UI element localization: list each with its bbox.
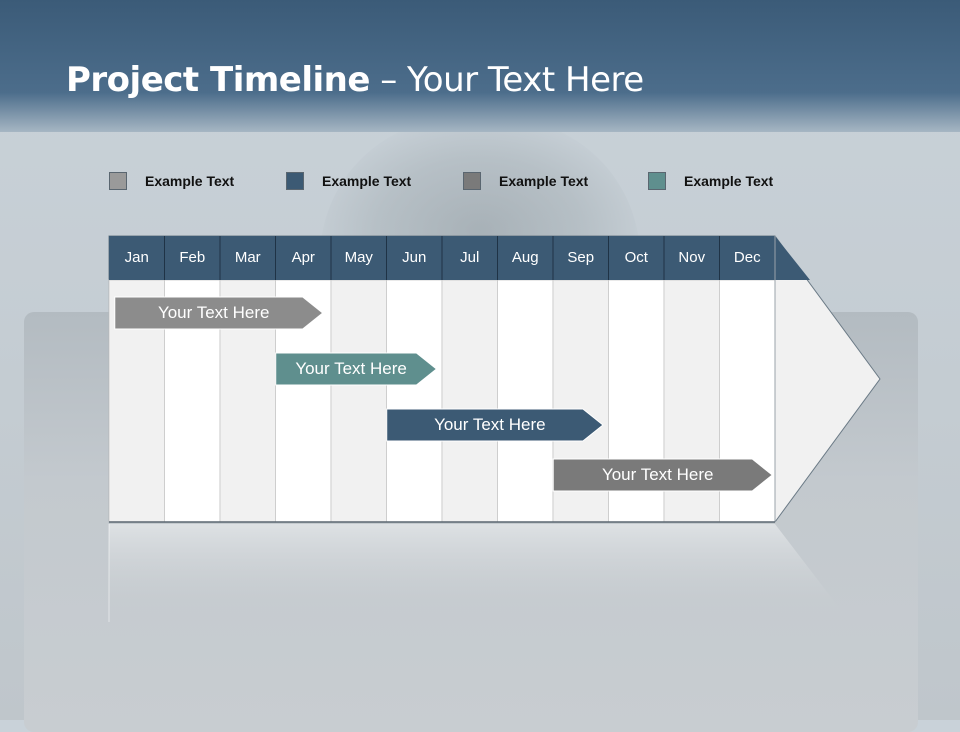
legend-label-1: Example Text bbox=[145, 173, 235, 189]
task-bar-1 bbox=[114, 296, 324, 330]
month-label-oct: Oct bbox=[624, 249, 648, 266]
month-label-aug: Aug bbox=[511, 249, 539, 266]
month-label-sep: Sep bbox=[567, 249, 595, 266]
legend-item-2: Example Text bbox=[286, 171, 411, 191]
task-bar-3 bbox=[386, 408, 604, 442]
month-label-dec: Dec bbox=[733, 249, 761, 266]
legend-item-4: Example Text bbox=[648, 171, 773, 191]
task-bar-label-1: Your Text Here bbox=[157, 303, 270, 322]
month-column-aug bbox=[497, 279, 554, 523]
task-bar-label-4: Your Text Here bbox=[601, 465, 714, 484]
slide-title-subtitle: – Your Text Here bbox=[369, 60, 644, 100]
month-label-feb: Feb bbox=[179, 249, 206, 266]
month-column-may bbox=[330, 279, 387, 523]
month-label-apr: Apr bbox=[291, 249, 315, 266]
slide-header-band: Project Timeline – Your Text Here bbox=[0, 0, 960, 132]
task-bar-4 bbox=[552, 458, 774, 492]
month-label-jun: Jun bbox=[402, 249, 427, 266]
month-label-jul: Jul bbox=[460, 249, 480, 266]
task-bar-label-3: Your Text Here bbox=[434, 415, 546, 434]
legend-swatch-3 bbox=[463, 172, 481, 190]
month-label-mar: Mar bbox=[234, 249, 261, 266]
legend-swatch-4 bbox=[648, 172, 666, 190]
legend-swatch-1 bbox=[109, 172, 127, 190]
slide-title-bold: Project Timeline bbox=[66, 60, 370, 100]
month-label-nov: Nov bbox=[678, 249, 706, 266]
month-column-jul bbox=[441, 279, 498, 523]
legend-swatch-2 bbox=[286, 172, 304, 190]
timeline-reflection bbox=[109, 524, 850, 622]
month-header-arrow-tip bbox=[775, 236, 810, 280]
legend-item-1: Example Text bbox=[109, 171, 234, 191]
month-label-may: May bbox=[344, 249, 373, 266]
month-label-jan: Jan bbox=[124, 249, 149, 266]
legend-label-2: Example Text bbox=[322, 173, 412, 189]
legend-label-3: Example Text bbox=[499, 173, 589, 189]
task-bar-2 bbox=[275, 352, 438, 386]
slide-title: Project Timeline – Your Text Here bbox=[66, 60, 644, 100]
legend-item-3: Example Text bbox=[463, 171, 588, 191]
month-column-jun bbox=[386, 279, 443, 523]
legend: Example Text Example Text Example Text E… bbox=[0, 171, 960, 193]
task-bar-label-2: Your Text Here bbox=[295, 359, 407, 378]
legend-label-4: Example Text bbox=[684, 173, 774, 189]
